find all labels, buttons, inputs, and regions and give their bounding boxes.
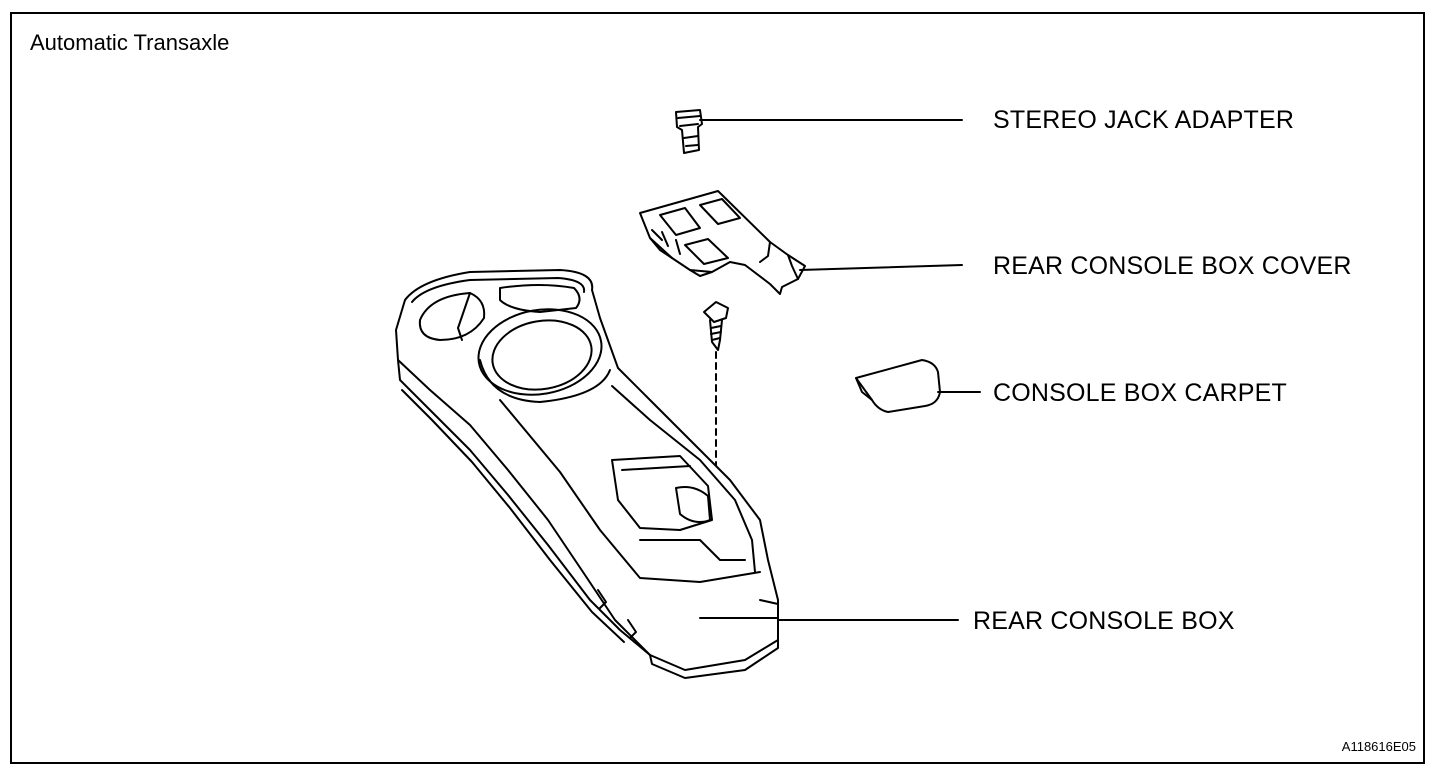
figure-id: A118616E05 <box>1341 739 1416 754</box>
diagram-frame <box>10 12 1425 764</box>
label-stereo-jack-adapter: STEREO JACK ADAPTER <box>993 106 1295 134</box>
label-console-box-carpet: CONSOLE BOX CARPET <box>993 379 1287 407</box>
leader-line-rear-console-box-cover <box>799 264 963 271</box>
screw-part <box>703 301 729 351</box>
stereo-jack-adapter-part <box>675 109 703 154</box>
label-rear-console-box: REAR CONSOLE BOX <box>973 607 1235 635</box>
rear-console-box-cover-part <box>639 190 806 295</box>
label-rear-console-box-cover: REAR CONSOLE BOX COVER <box>993 252 1352 280</box>
rear-console-box-part <box>395 269 779 679</box>
diagram-title: Automatic Transaxle <box>30 30 230 55</box>
console-box-carpet-part <box>855 359 941 413</box>
